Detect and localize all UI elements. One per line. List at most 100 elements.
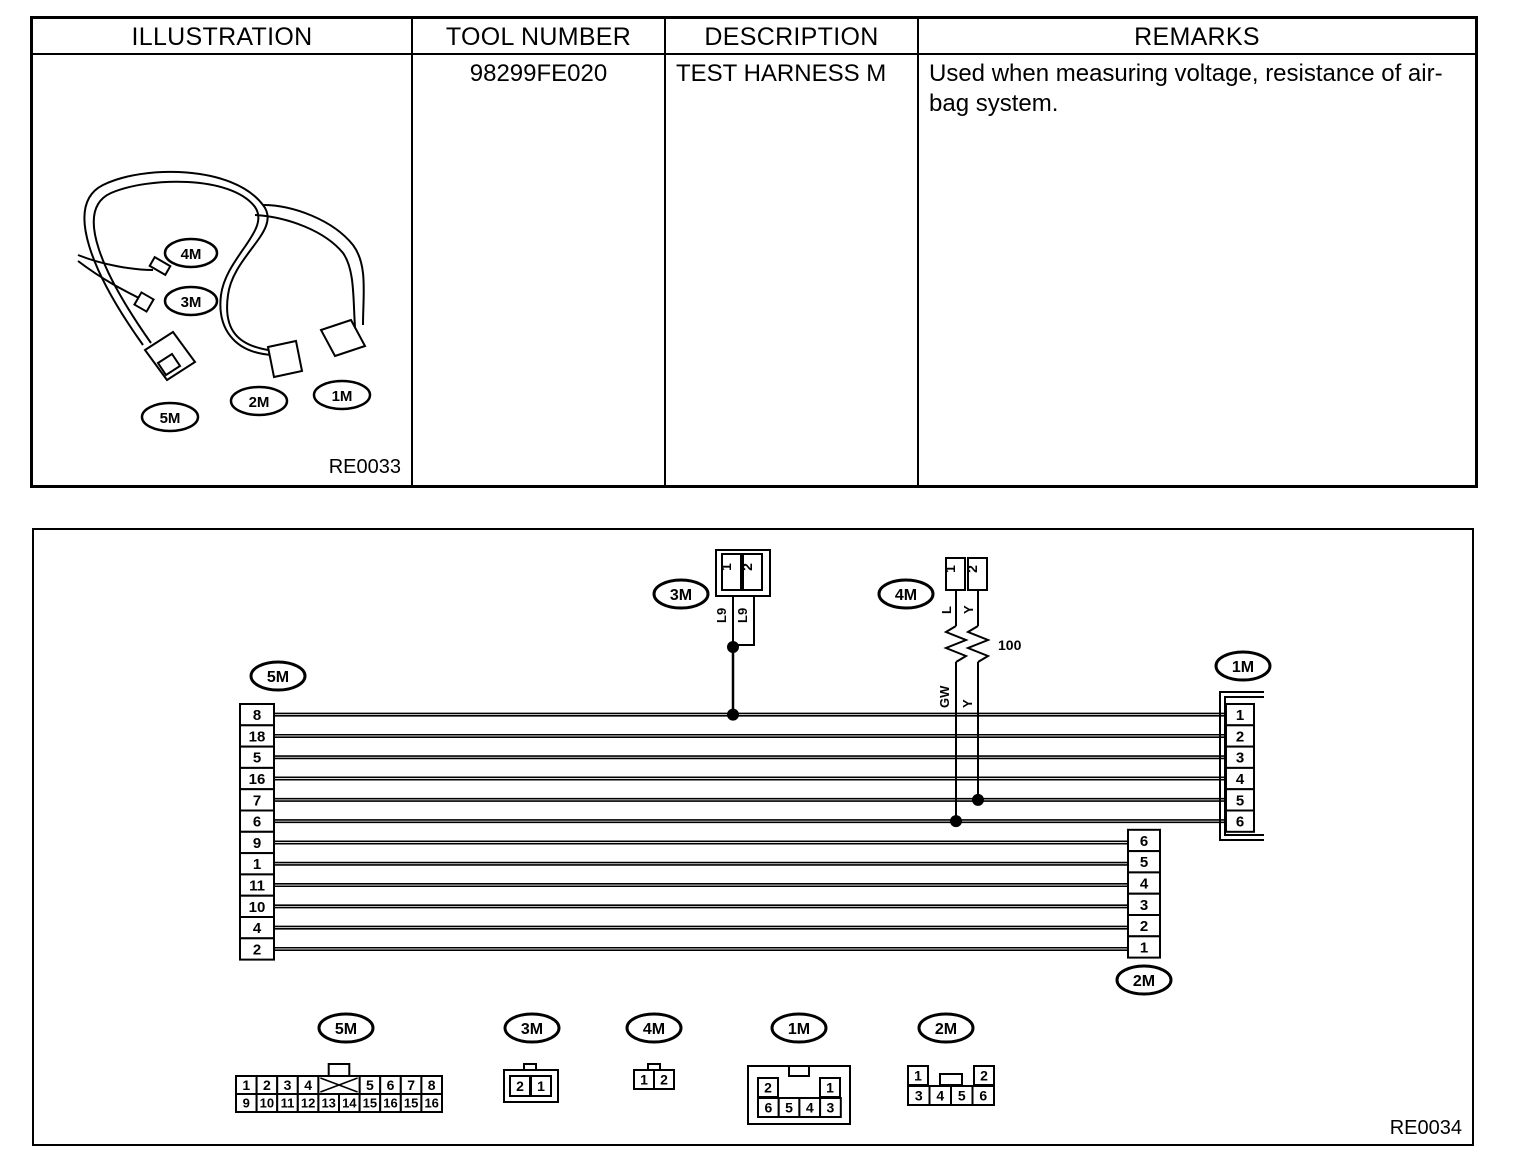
tool-table: ILLUSTRATION bbox=[30, 16, 1478, 488]
face-5m-top-4: 4 bbox=[304, 1077, 312, 1093]
remarks-column: REMARKS Used when measuring voltage, res… bbox=[919, 19, 1475, 485]
pin-box-3m-2 bbox=[742, 553, 763, 591]
pin-4m-1: 1 bbox=[942, 565, 958, 573]
face-1m-tab bbox=[788, 1065, 810, 1077]
resistor-a bbox=[943, 625, 969, 663]
label-5m: 5M bbox=[267, 669, 289, 686]
pin-5m-5-2: 5 bbox=[253, 750, 261, 767]
label-3m-oval bbox=[652, 578, 710, 610]
pin-5m-18-1: 18 bbox=[249, 728, 266, 745]
pin-box-3m-1 bbox=[721, 553, 742, 591]
face-5m-bot-16-9-box bbox=[420, 1093, 443, 1113]
face-2m-bot-6-box bbox=[971, 1085, 995, 1106]
description-value: TEST HARNESS M bbox=[676, 60, 887, 87]
face-5m-key-x2 bbox=[320, 1077, 358, 1093]
label-4m-oval bbox=[877, 578, 935, 610]
junction-4m-y bbox=[972, 793, 984, 806]
pin-1m-1: 1 bbox=[1236, 707, 1244, 724]
face-2m-bot-3: 3 bbox=[915, 1088, 923, 1104]
face-label-1m: 1M bbox=[788, 1021, 810, 1038]
header-remarks: REMARKS bbox=[919, 19, 1475, 55]
pin-5m-4-10: 4 bbox=[253, 920, 262, 937]
face-1m-top-2: 2 bbox=[764, 1080, 772, 1096]
wire-color-4m-gw: GW bbox=[937, 685, 952, 708]
face-5m-top-8: 8 bbox=[428, 1077, 436, 1093]
face-1m-top-1: 1 bbox=[826, 1080, 834, 1096]
pin-5m-16-3: 16 bbox=[249, 771, 266, 788]
wire-3m-2 bbox=[733, 596, 755, 646]
face-3m-pin-1: 1 bbox=[537, 1078, 545, 1094]
face-5m-bot-9-0: 9 bbox=[243, 1096, 250, 1111]
face-label-5m: 5M bbox=[335, 1021, 357, 1038]
junction-3m-row bbox=[727, 708, 739, 721]
face-label-4m-oval bbox=[625, 1012, 683, 1044]
face-5m-bot-12-3: 12 bbox=[301, 1096, 315, 1111]
illus-label-1m: 1M bbox=[332, 388, 353, 405]
face-5m-bot-11-2: 11 bbox=[281, 1096, 295, 1111]
illus-label-4m: 4M bbox=[181, 246, 202, 263]
illustration-code: RE0033 bbox=[328, 456, 401, 478]
face-5m-bot-10-1: 10 bbox=[260, 1096, 274, 1111]
illus-label-5m: 5M bbox=[160, 410, 181, 427]
pin-2m-5: 5 bbox=[1140, 854, 1148, 871]
pin-2m-3: 3 bbox=[1140, 897, 1148, 914]
header-description: DESCRIPTION bbox=[666, 19, 917, 55]
resistor-value: 100 bbox=[998, 637, 1022, 653]
pin-1m-6: 6 bbox=[1236, 814, 1244, 831]
face-5m-top-2: 2 bbox=[263, 1077, 271, 1093]
wire-color-4m-y2: Y bbox=[960, 699, 975, 708]
harness-illustration: 4M 3M 5M 2M 1M bbox=[77, 170, 372, 433]
illus-label-3m: 3M bbox=[181, 294, 202, 311]
wire-color-4m-y: Y bbox=[961, 605, 976, 614]
face-5m-tab bbox=[327, 1063, 351, 1077]
face-5m-bot-16-7: 16 bbox=[383, 1096, 397, 1111]
label-2m: 2M bbox=[1133, 973, 1155, 990]
tool-number-value: 98299FE020 bbox=[469, 60, 608, 87]
face-5m-bot-13-4: 13 bbox=[321, 1096, 335, 1111]
illustration-column: ILLUSTRATION bbox=[33, 19, 413, 485]
face-label-1m-oval bbox=[770, 1012, 828, 1044]
wire-color-3m-2: L9 bbox=[735, 608, 750, 623]
junction-3m-top bbox=[727, 641, 739, 653]
face-1m-bot-6: 6 bbox=[764, 1100, 772, 1116]
header-tool-number: TOOL NUMBER bbox=[413, 19, 664, 55]
description-column: DESCRIPTION TEST HARNESS M bbox=[666, 19, 919, 485]
pin-5m-6-5: 6 bbox=[253, 814, 261, 831]
pin-1m-5: 5 bbox=[1236, 792, 1244, 809]
label-2m-oval bbox=[1115, 964, 1173, 996]
pin-2m-6: 6 bbox=[1140, 833, 1148, 850]
pin-5m-8-0: 8 bbox=[253, 707, 261, 724]
face-label-3m: 3M bbox=[521, 1021, 543, 1038]
face-1m-bot-5: 5 bbox=[785, 1100, 793, 1116]
header-illustration: ILLUSTRATION bbox=[33, 19, 411, 55]
face-2m-bot-6: 6 bbox=[979, 1088, 987, 1104]
face-5m-top-1: 1 bbox=[242, 1077, 250, 1093]
face-5m-bot-15-6: 15 bbox=[363, 1096, 377, 1111]
face-5m-bot-15-8: 15 bbox=[404, 1096, 418, 1111]
pin-2m-4: 4 bbox=[1140, 875, 1149, 892]
face-1m-bot-3-box bbox=[819, 1097, 842, 1118]
face-5m-bot-14-5: 14 bbox=[342, 1096, 357, 1111]
pin-5m-10-9: 10 bbox=[249, 899, 266, 916]
pin-1m-6-box bbox=[1225, 809, 1255, 833]
face-2m-bot-5: 5 bbox=[958, 1088, 966, 1104]
face-5m-top-7: 7 bbox=[407, 1077, 415, 1093]
pin-box-4m-1 bbox=[945, 557, 966, 591]
pin-1m-2: 2 bbox=[1236, 728, 1244, 745]
resistor-b bbox=[965, 625, 991, 663]
label-1m-oval bbox=[1214, 650, 1272, 682]
pin-1m-4: 4 bbox=[1236, 771, 1245, 788]
pin-5m-2-11: 2 bbox=[253, 941, 261, 958]
pin-5m-9-6: 9 bbox=[253, 835, 261, 852]
face-3m-pin-1-box bbox=[530, 1075, 552, 1097]
face-1m-bot-4: 4 bbox=[806, 1100, 814, 1116]
face-3m-pin-2: 2 bbox=[516, 1078, 524, 1094]
face-1m-bot-3: 3 bbox=[827, 1100, 835, 1116]
face-5m-bot-16-9: 16 bbox=[424, 1096, 438, 1111]
face-5m-top-5: 5 bbox=[366, 1077, 374, 1093]
housing-1m-outer bbox=[1219, 691, 1264, 841]
wire-color-4m-l: L bbox=[939, 606, 954, 614]
face-label-2m: 2M bbox=[935, 1021, 957, 1038]
